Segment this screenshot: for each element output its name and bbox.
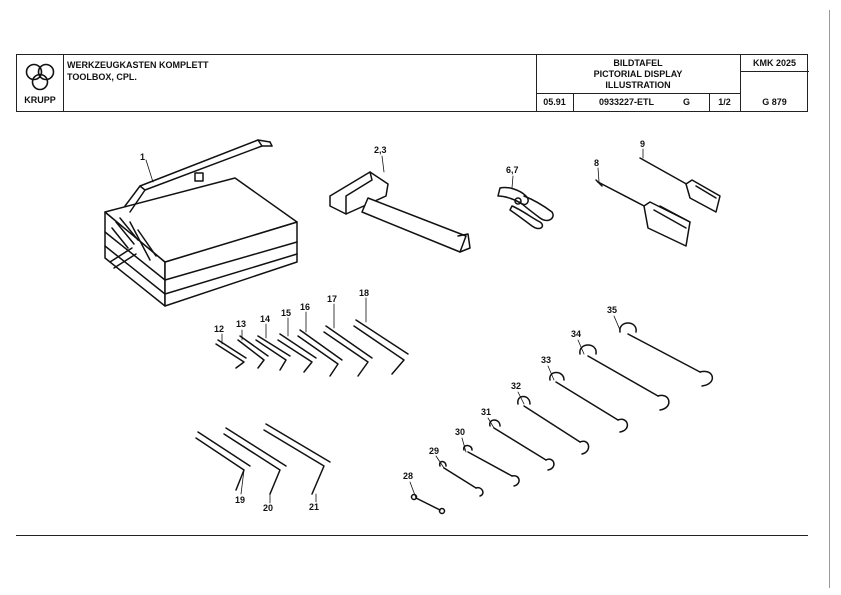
callout-19: 19 (235, 495, 245, 505)
callout-21: 21 (309, 502, 319, 512)
issue-date: 05.91 (543, 97, 566, 107)
callout-35: 35 (607, 305, 617, 315)
callout-16: 16 (300, 302, 310, 312)
callout-30: 30 (455, 427, 465, 437)
hammer-drawing (329, 171, 471, 253)
part-number: 0933227-ETL (599, 97, 655, 107)
hex-keys-small-drawing (215, 319, 409, 377)
drawing-code: G 879 (762, 97, 787, 107)
bottom-border (16, 535, 808, 536)
krupp-logo: KRUPP (19, 57, 61, 109)
callout-12: 12 (214, 324, 224, 334)
revision: G (683, 97, 691, 107)
scan-edge (829, 10, 830, 588)
callout-18: 18 (359, 288, 369, 298)
sheet-type-en1: PICTORIAL DISPLAY (593, 69, 683, 79)
wrench-set-drawing (410, 322, 713, 515)
callout-14: 14 (260, 314, 270, 324)
callout-33: 33 (541, 355, 551, 365)
hex-keys-large-drawing (195, 423, 331, 495)
page-number: 1/2 (718, 97, 731, 107)
title-de: WERKZEUGKASTEN KOMPLETT (67, 60, 209, 70)
krupp-rings-icon (25, 63, 55, 91)
callout-6-7: 6,7 (506, 165, 519, 175)
title-en: TOOLBOX, CPL. (67, 72, 137, 82)
pliers-drawing (497, 186, 554, 230)
title-block: KRUPP WERKZEUGKASTEN KOMPLETT TOOLBOX, C… (16, 54, 809, 112)
toolbox-drawing (104, 139, 298, 307)
callout-13: 13 (236, 319, 246, 329)
callout-9: 9 (640, 139, 645, 149)
sheet-type-en2: ILLUSTRATION (605, 80, 671, 90)
callout-29: 29 (429, 446, 439, 456)
callout-8: 8 (594, 158, 599, 168)
callout-31: 31 (481, 407, 491, 417)
model-number: KMK 2025 (752, 58, 797, 68)
callout-34: 34 (571, 329, 581, 339)
callout-15: 15 (281, 308, 291, 318)
callout-17: 17 (327, 294, 337, 304)
callout-2-3: 2,3 (374, 145, 387, 155)
callout-1: 1 (140, 152, 145, 162)
callout-28: 28 (403, 471, 413, 481)
callout-20: 20 (263, 503, 273, 513)
sheet-type-de: BILDTAFEL (613, 58, 663, 68)
screwdriver-large-drawing (595, 179, 691, 247)
brand-name: KRUPP (24, 95, 56, 105)
callout-32: 32 (511, 381, 521, 391)
screwdriver-small-drawing (639, 157, 721, 213)
